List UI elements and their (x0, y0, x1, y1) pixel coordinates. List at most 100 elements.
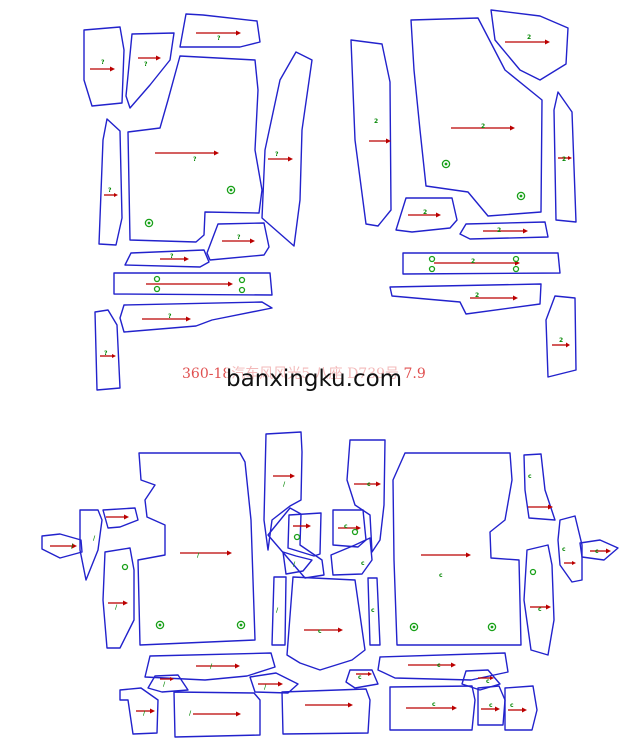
grain-arrows (50, 30, 611, 717)
piece-tag: c (562, 546, 566, 553)
grain-direction-arrow (138, 55, 161, 61)
mounting-hole-marker (121, 563, 129, 571)
grain-direction-arrow (470, 295, 518, 301)
mounting-hole-marker (226, 185, 236, 195)
grain-direction-arrow (142, 316, 191, 322)
floor-piece (459, 221, 549, 240)
piece-tag: c (510, 702, 514, 709)
grain-direction-arrow (590, 548, 611, 554)
piece-tag: ? (193, 156, 197, 163)
grain-direction-arrow (338, 525, 361, 531)
mounting-hole-marker (153, 285, 161, 293)
grain-direction-arrow (478, 676, 494, 680)
piece-tag: ? (108, 187, 112, 194)
piece-tag: c (432, 701, 436, 708)
floor-piece (79, 509, 103, 581)
mounting-hole-marker (153, 275, 161, 283)
mounting-holes (121, 159, 537, 632)
piece-tag: 2 (562, 156, 566, 163)
floor-piece (282, 551, 313, 575)
watermark-text: banxingku.com (226, 364, 403, 394)
floor-piece (330, 537, 373, 576)
floor-piece (402, 252, 561, 275)
grain-direction-arrow (50, 543, 77, 549)
piece-tag: / (163, 681, 166, 688)
grain-direction-arrow (104, 193, 118, 197)
piece-tag: 2 (481, 123, 485, 130)
floor-piece (144, 652, 276, 681)
grain-direction-arrow (483, 228, 528, 234)
piece-tag: c (358, 674, 362, 681)
mounting-hole-marker (293, 533, 301, 541)
floor-piece (263, 431, 303, 551)
top-right-pattern-group (350, 9, 577, 378)
piece-tag: ? (237, 234, 241, 241)
floor-piece (367, 577, 381, 646)
mounting-hole-marker (487, 622, 497, 632)
grain-direction-arrow (356, 672, 372, 676)
piece-tag: 2 (374, 118, 378, 125)
grain-direction-arrow (146, 281, 233, 287)
mounting-hole-marker (144, 218, 154, 228)
top-left-pattern-group (83, 13, 313, 391)
grain-direction-arrow (508, 707, 527, 713)
grain-direction-arrow (90, 66, 115, 72)
grain-direction-arrow (193, 711, 241, 717)
floor-piece (579, 539, 619, 561)
grain-direction-arrow (136, 708, 155, 714)
grain-direction-arrow (408, 212, 441, 218)
floor-piece (377, 652, 509, 681)
floor-piece (173, 691, 261, 738)
floor-piece (389, 685, 476, 731)
piece-tag: / (210, 663, 213, 670)
floor-piece (98, 118, 123, 246)
mounting-hole-marker (441, 159, 451, 169)
grain-direction-arrow (106, 514, 129, 520)
piece-tag: c (344, 523, 348, 530)
floor-piece (395, 197, 458, 233)
grain-direction-arrow (160, 256, 189, 262)
grain-direction-arrow (196, 30, 241, 36)
piece-tag: 2 (475, 292, 479, 299)
floor-piece (102, 547, 135, 649)
floor-piece (125, 32, 175, 109)
floor-piece (345, 669, 379, 689)
grain-direction-arrow (160, 677, 174, 681)
piece-tag: c (367, 481, 371, 488)
floor-piece (523, 544, 555, 656)
floor-piece (261, 51, 313, 247)
floor-piece (119, 687, 159, 735)
floor-piece (287, 512, 322, 557)
piece-tag: c (361, 560, 365, 567)
piece-tags: ? ? ? ? ? ? ? ? ? ? 2 2 2 2 2 2 2 2 2 / … (71, 34, 599, 717)
grain-direction-arrow (108, 600, 128, 606)
piece-tag: ? (170, 253, 174, 260)
grain-direction-arrow (196, 663, 240, 669)
mounting-hole-marker (512, 255, 520, 263)
bottom-center-pattern-group (267, 439, 386, 646)
piece-tag: c (595, 548, 599, 555)
piece-tag: c (371, 607, 375, 614)
piece-tag: ? (217, 35, 221, 42)
piece-tag: c (439, 572, 443, 579)
mounting-hole-marker (516, 191, 526, 201)
mounting-hole-marker (428, 255, 436, 263)
floor-piece (206, 222, 270, 261)
bottom-left-pattern-group (41, 431, 371, 738)
piece-tag: / (197, 552, 200, 559)
floor-piece (267, 507, 325, 579)
grain-direction-arrow (408, 662, 456, 668)
floor-piece (553, 91, 577, 223)
grain-direction-arrow (552, 342, 570, 348)
piece-tag: c (318, 628, 322, 635)
piece-tag: ? (168, 313, 172, 320)
floor-piece (350, 39, 392, 227)
piece-tag: / (115, 604, 118, 611)
mounting-hole-marker (155, 620, 165, 630)
floor-piece (477, 685, 506, 726)
piece-tag: c (538, 606, 542, 613)
grain-direction-arrow (155, 150, 219, 156)
floor-piece (286, 576, 366, 671)
grain-direction-arrow (528, 504, 553, 510)
